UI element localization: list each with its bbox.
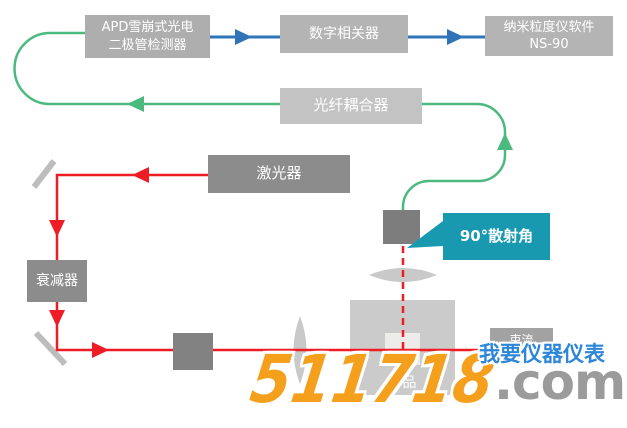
arrow-right-icon — [235, 29, 252, 45]
arrow-right-icon — [92, 342, 109, 358]
beam-stop-box: 束流 — [490, 328, 553, 354]
callout-tail-shape — [407, 221, 443, 248]
arrow-down-icon — [49, 310, 65, 327]
software-box: 纳米粒度仪软件 NS-90 — [485, 16, 613, 56]
beam-shutter-shape — [173, 333, 213, 370]
arrow-left-icon — [132, 167, 149, 183]
beam-stop-label: 束流 — [509, 333, 534, 348]
arrow-left-icon — [127, 96, 144, 112]
laser-box: 激光器 — [208, 155, 350, 193]
mirror-top-shape — [31, 159, 57, 189]
digital-correlator-label: 数字相关器 — [309, 25, 379, 42]
apd-detector-box: APD雪崩式光电 二极管检测器 — [85, 15, 210, 58]
mirror-bottom-shape — [33, 330, 68, 367]
laser-label: 激光器 — [256, 164, 302, 183]
detector-head-shape — [383, 210, 420, 244]
arrow-up-icon — [497, 133, 513, 150]
digital-correlator-box: 数字相关器 — [280, 15, 408, 53]
arrow-right-icon — [447, 29, 464, 45]
scattering-angle-callout: 90°散射角 — [443, 213, 550, 260]
apd-detector-label-line2: 二极管检测器 — [108, 37, 187, 53]
attenuator-box: 衰减器 — [27, 260, 87, 302]
fiber-coupler-box: 光纤耦合器 — [280, 88, 422, 124]
scattering-angle-label: 90°散射角 — [459, 226, 534, 245]
sample-label: 样品 — [388, 375, 417, 391]
apd-detector-label-line1: APD雪崩式光电 — [101, 20, 194, 36]
arrow-down-icon — [49, 220, 65, 237]
software-label-line1: 纳米粒度仪软件 — [503, 19, 595, 35]
attenuator-label: 衰减器 — [36, 272, 78, 289]
fiber-optic-path — [13, 31, 507, 210]
software-label-line2: NS-90 — [529, 37, 569, 52]
fiber-coupler-label: 光纤耦合器 — [313, 96, 389, 115]
